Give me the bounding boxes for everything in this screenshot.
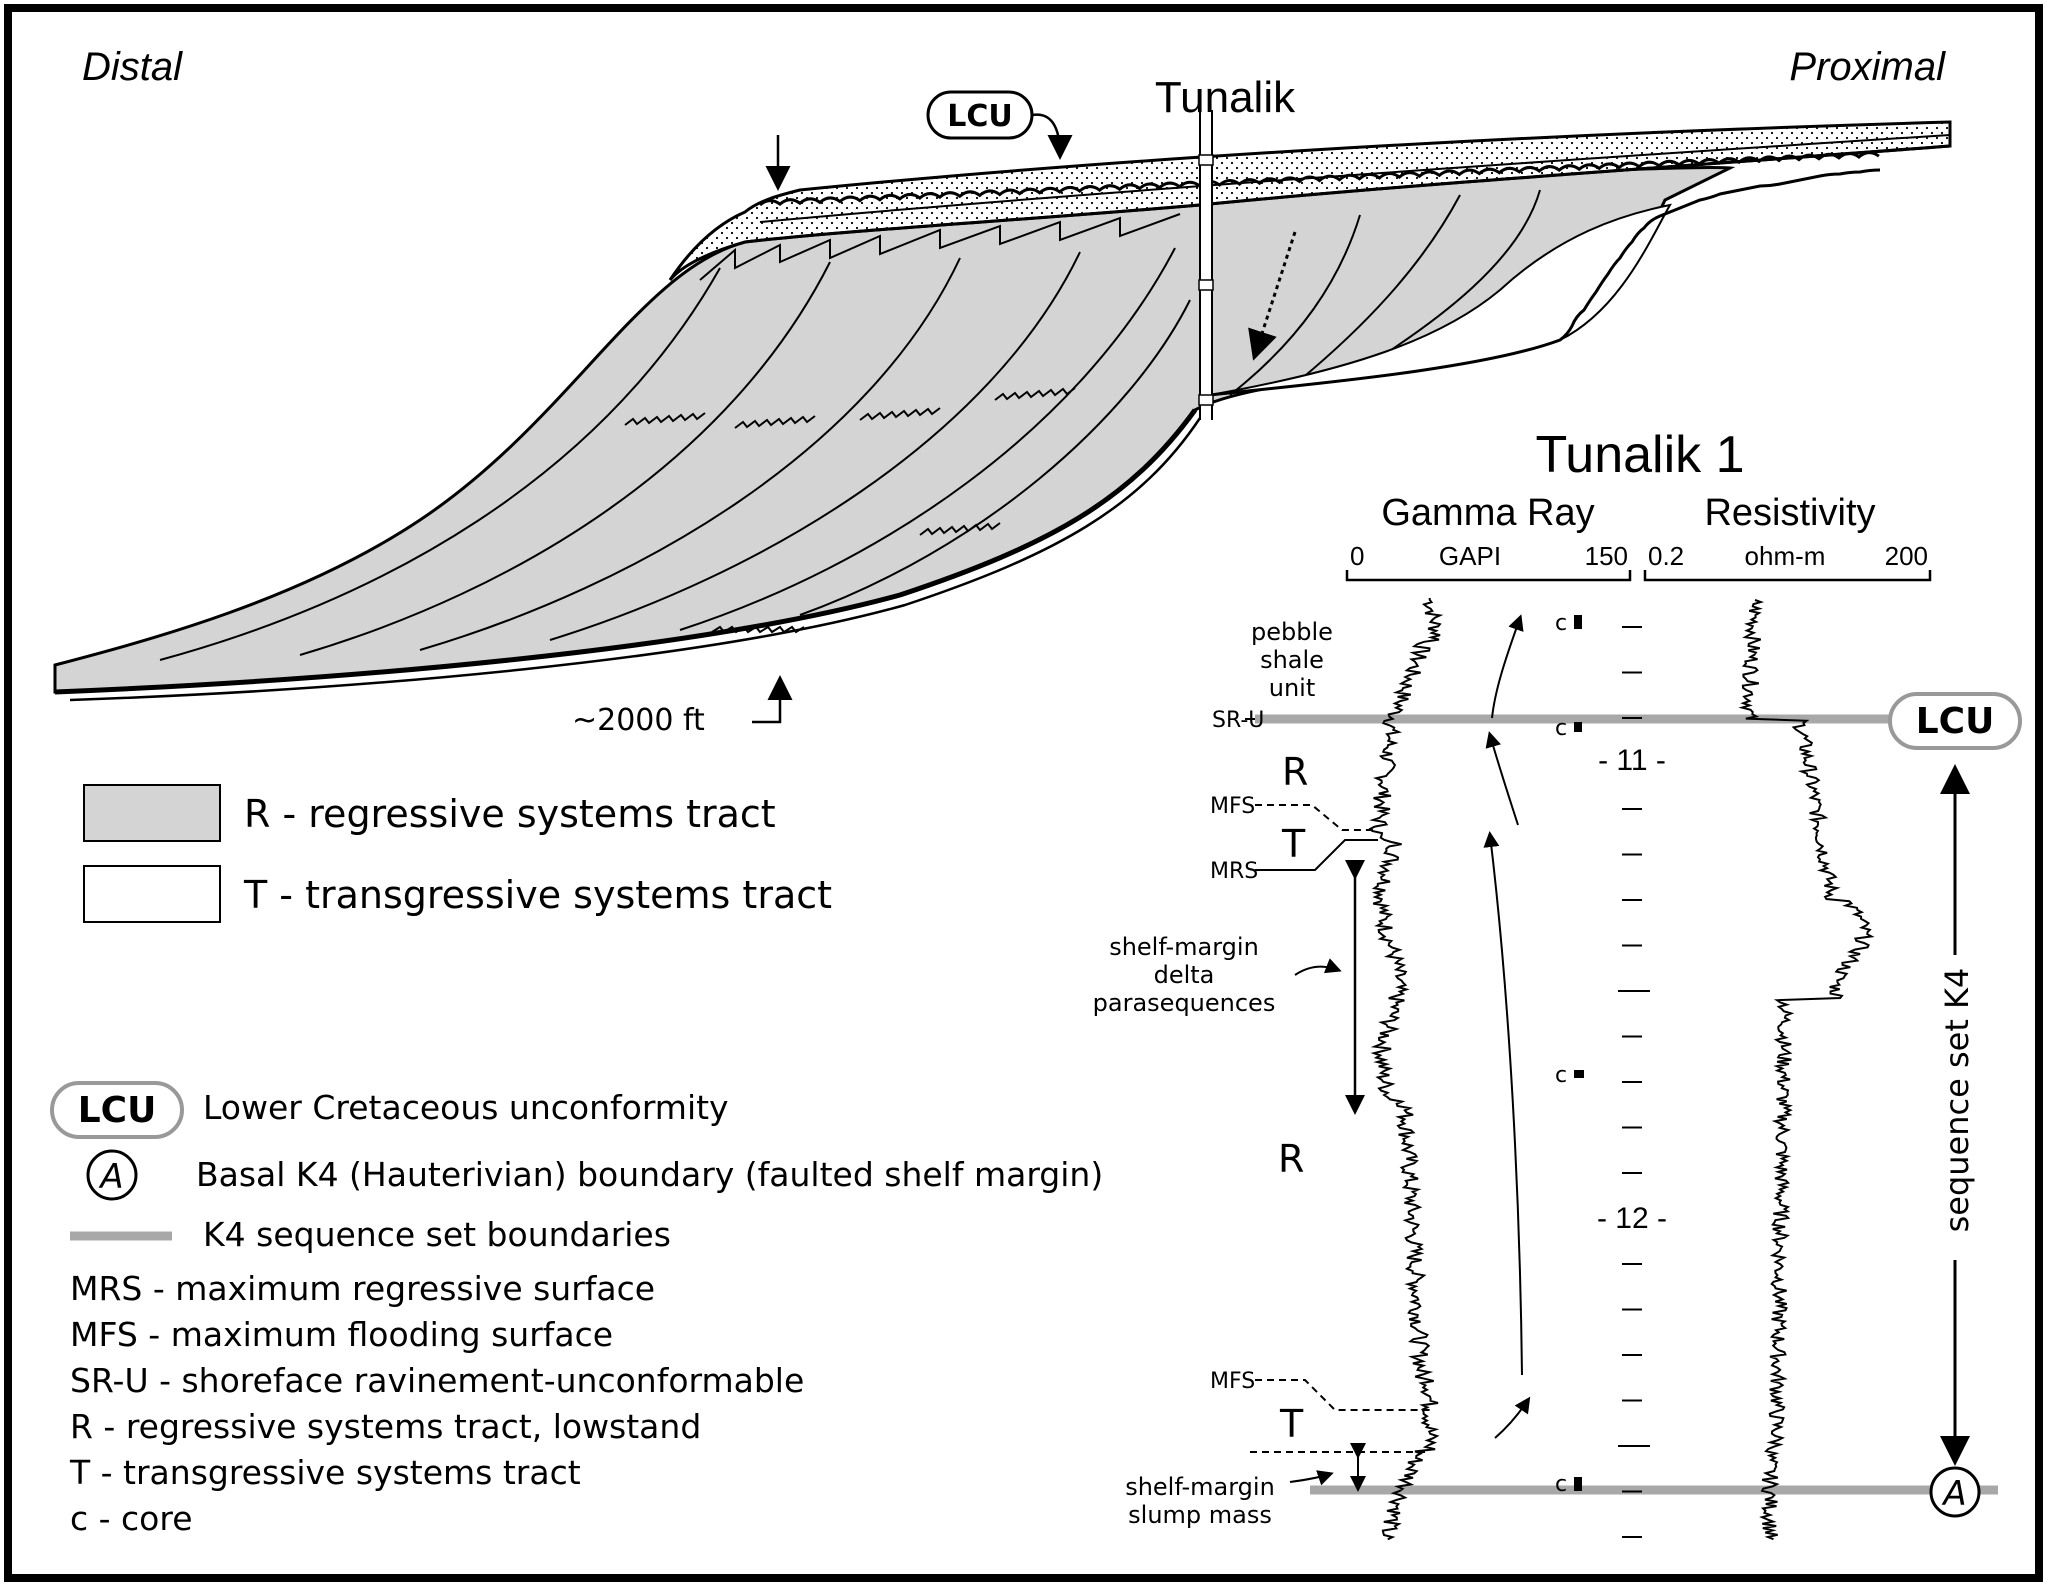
core-label: c — [1555, 1472, 1567, 1497]
gamma-max: 150 — [1585, 541, 1628, 571]
parasequence-zigzags — [624, 387, 1076, 634]
res-min: 0.2 — [1648, 541, 1684, 571]
cross-section: Distal Proximal — [53, 45, 1952, 738]
legend-abbreviations: MRS - maximum regressive surface MFS - m… — [69, 1269, 804, 1538]
tract-t-lower: T — [1279, 1402, 1304, 1446]
log-title: Tunalik 1 — [1535, 426, 1744, 484]
annotation-line: delta — [1154, 961, 1215, 989]
resistivity-scale-bar — [1643, 570, 1932, 582]
mfs-upper-label: MFS — [1210, 794, 1255, 819]
height-label: ~2000 ft — [572, 703, 705, 738]
sequence-label: sequence set K4 — [1938, 968, 1976, 1233]
height-arrow — [752, 675, 793, 724]
lcu-callout-text: LCU — [947, 99, 1013, 134]
sru-label: SR-U — [1212, 708, 1264, 733]
abbreviation-item: T - transgressive systems tract — [69, 1453, 581, 1492]
legend: R - regressive systems tract T - transgr… — [50, 784, 1103, 1538]
legend-r-swatch — [83, 784, 221, 842]
well-bore — [1198, 110, 1214, 420]
abbreviation-item: c - core — [70, 1499, 193, 1538]
lcu-surface — [759, 151, 1880, 207]
mrs-leader — [1255, 839, 1378, 871]
sand-internal-line — [759, 134, 1951, 223]
trend-arrows — [1483, 614, 1531, 1439]
annotation-line: pebble — [1251, 618, 1333, 646]
legend-a-symbol-text: A — [98, 1157, 123, 1197]
proximal-label: Proximal — [1789, 45, 1946, 89]
well-label: Tunalik — [1155, 73, 1296, 122]
gamma-ray-trace — [1368, 597, 1444, 1541]
legend-a-symbol — [86, 1149, 138, 1201]
tract-r-lower: R — [1278, 1137, 1304, 1181]
gamma-unit: GAPI — [1439, 541, 1501, 571]
basal-surface-inner — [69, 417, 1202, 702]
fault-line — [1248, 231, 1297, 361]
depth-ticks — [1618, 626, 1650, 1538]
slump-annotation: shelf-margin slump mass — [1125, 1473, 1275, 1529]
log-panel: Tunalik 1 Gamma Ray Resistivity 0 GAPI 1… — [1093, 426, 2022, 1541]
annotation-line: unit — [1269, 674, 1316, 702]
mfs-lower-label: MFS — [1210, 1369, 1255, 1394]
core-label: c — [1555, 611, 1567, 636]
mfs-upper-leader — [1255, 804, 1378, 831]
gamma-scale-bar — [1345, 570, 1632, 582]
tract-r-upper: R — [1282, 750, 1308, 794]
core-marker — [1574, 722, 1582, 732]
legend-lcu-text: Lower Cretaceous unconformity — [203, 1088, 729, 1127]
tract-t-upper: T — [1281, 822, 1306, 866]
basal-surface — [54, 408, 1198, 695]
distal-label: Distal — [82, 45, 183, 89]
mrs-label: MRS — [1210, 859, 1258, 884]
lcu-callout-arrow — [1031, 113, 1073, 160]
legend-lcu-symbol — [50, 1081, 184, 1139]
annotation-line: shelf-margin — [1109, 933, 1259, 961]
annotation-line: parasequences — [1093, 989, 1276, 1017]
core-label: c — [1555, 716, 1567, 741]
legend-t-swatch — [83, 865, 221, 923]
abbreviation-item: SR-U - shoreface ravinement-unconformabl… — [70, 1361, 804, 1400]
core-marker — [1574, 615, 1582, 629]
proximal-wavy-surface — [1209, 168, 1881, 397]
legend-t-text: T - transgressive systems tract — [243, 873, 832, 917]
regressive-wedge — [53, 165, 1736, 694]
legend-a-text: Basal K4 (Hauterivian) boundary (faulted… — [196, 1155, 1103, 1194]
legend-lcu-symbol-text: LCU — [78, 1090, 157, 1131]
annotation-line: slump mass — [1128, 1501, 1272, 1529]
delta-pointer — [1294, 958, 1342, 976]
sand-sheet-base — [744, 144, 1951, 244]
core-marker — [1574, 1477, 1582, 1491]
core-label: c — [1555, 1063, 1567, 1088]
a-badge — [1929, 1466, 1981, 1518]
depth-mark-12: - 12 - — [1597, 1202, 1667, 1235]
legend-k4-text: K4 sequence set boundaries — [203, 1215, 671, 1254]
core-marker — [1574, 1070, 1584, 1078]
pebble-shale-annotation: pebble shale unit — [1251, 618, 1333, 702]
core-markers: c c c c — [1555, 611, 1584, 1497]
lcu-badge-text: LCU — [1916, 701, 1995, 742]
gamma-header: Gamma Ray — [1381, 492, 1594, 534]
gamma-min: 0 — [1350, 541, 1364, 571]
res-unit: ohm-m — [1745, 541, 1826, 571]
abbreviation-item: MFS - maximum flooding surface — [70, 1315, 613, 1354]
abbreviation-item: MRS - maximum regressive surface — [70, 1269, 655, 1308]
annotation-line: shale — [1260, 646, 1324, 674]
depth-mark-11: - 11 - — [1598, 744, 1666, 777]
wedge-serration — [699, 213, 1181, 281]
slump-pointer — [1289, 1470, 1334, 1486]
legend-r-text: R - regressive systems tract — [244, 792, 776, 836]
abbreviation-item: R - regressive systems tract, lowstand — [70, 1407, 701, 1446]
lcu-badge — [1888, 692, 2022, 750]
resistivity-trace — [1738, 599, 1875, 1541]
mfs-lower-leader — [1255, 1379, 1430, 1411]
res-max: 200 — [1885, 541, 1928, 571]
annotation-line: shelf-margin — [1125, 1473, 1275, 1501]
delta-annotation: shelf-margin delta parasequences — [1093, 933, 1276, 1017]
a-badge-text: A — [1941, 1474, 1966, 1514]
resistivity-header: Resistivity — [1704, 492, 1875, 534]
